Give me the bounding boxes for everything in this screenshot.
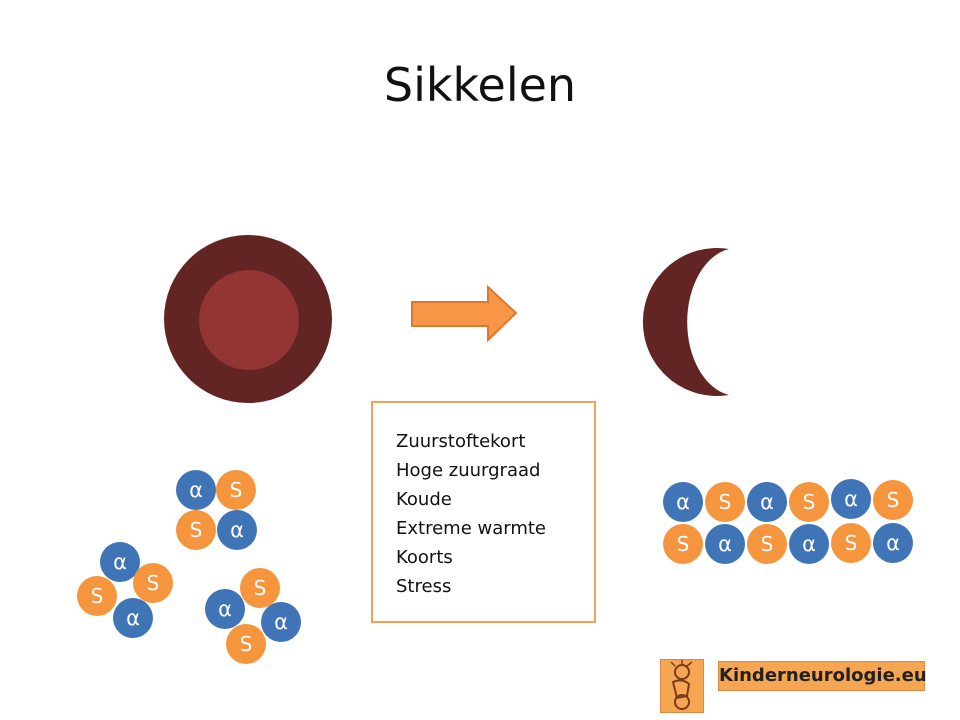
subunit-label: S — [240, 632, 253, 656]
alpha-subunit: α — [831, 479, 871, 519]
alpha-subunit: α — [217, 510, 257, 550]
condition-item: Zuurstoftekort — [396, 431, 526, 452]
subunit-circle — [747, 524, 787, 564]
subunit-label: S — [887, 488, 900, 512]
sickle-subunit: S — [789, 482, 829, 522]
alpha-subunit: α — [176, 470, 216, 510]
subunit-circle — [831, 479, 871, 519]
sickle-subunit: S — [226, 624, 266, 664]
alpha-subunit: α — [205, 589, 245, 629]
subunit-circle — [113, 598, 153, 638]
subunit-circle — [176, 510, 216, 550]
condition-item: Koorts — [396, 547, 453, 568]
subunit-label: α — [760, 490, 774, 514]
alpha-subunit: α — [705, 524, 745, 564]
slide-title: Sikkelen — [383, 58, 577, 112]
subunit-circle — [133, 563, 173, 603]
alpha-subunit: α — [113, 598, 153, 638]
alpha-subunit: α — [261, 602, 301, 642]
condition-item: Koude — [396, 489, 452, 510]
subunit-label: S — [91, 584, 104, 608]
subunit-circle — [217, 510, 257, 550]
subunit-label: α — [126, 606, 140, 630]
alpha-subunit: α — [873, 523, 913, 563]
subunit-label: S — [803, 490, 816, 514]
condition-item: Hoge zuurgraad — [396, 460, 541, 481]
subunit-circle — [747, 482, 787, 522]
subunit-label: S — [230, 478, 243, 502]
subunit-circle — [873, 523, 913, 563]
condition-item: Stress — [396, 576, 452, 597]
subunit-label: S — [254, 576, 267, 600]
trigger-conditions-box: Zuurstoftekort Hoge zuurgraad Koude Extr… — [371, 401, 596, 623]
logo-text: Kinderneurologie.eu — [718, 661, 927, 691]
subunit-label: α — [230, 518, 244, 542]
subunit-label: α — [189, 478, 203, 502]
subunit-label: S — [190, 518, 203, 542]
subunit-label: α — [676, 490, 690, 514]
subunit-label: S — [761, 532, 774, 556]
subunit-circle — [789, 524, 829, 564]
sickle-subunit: S — [240, 568, 280, 608]
subunit-label: α — [274, 610, 288, 634]
sickle-subunit: S — [831, 523, 871, 563]
subunit-circle — [705, 482, 745, 522]
sickle-cell-shape — [642, 248, 729, 396]
kinderneurologie-logo[interactable]: Kinderneurologie.eu — [660, 656, 930, 716]
subunit-circle — [77, 576, 117, 616]
subunit-circle — [261, 602, 301, 642]
subunit-circle — [216, 470, 256, 510]
subunit-label: α — [886, 531, 900, 555]
sickle-subunit: S — [77, 576, 117, 616]
sickle-subunit: S — [216, 470, 256, 510]
subunit-circle — [240, 568, 280, 608]
subunit-circle — [873, 480, 913, 520]
alpha-subunit: α — [100, 542, 140, 582]
subunit-label: S — [719, 490, 732, 514]
transform-arrow-icon — [411, 284, 518, 343]
sickle-subunit: S — [133, 563, 173, 603]
child-figure-icon — [660, 659, 704, 713]
condition-item: Extreme warmte — [396, 518, 546, 539]
subunit-label: α — [218, 597, 232, 621]
subunit-label: S — [845, 531, 858, 555]
subunit-circle — [176, 470, 216, 510]
alpha-subunit: α — [789, 524, 829, 564]
sickle-subunit: S — [705, 482, 745, 522]
sickle-subunit: S — [663, 524, 703, 564]
sickle-subunit: S — [873, 480, 913, 520]
subunit-circle — [663, 524, 703, 564]
subunit-circle — [226, 624, 266, 664]
subunit-circle — [205, 589, 245, 629]
cell-inner-core — [199, 270, 299, 370]
subunit-label: α — [802, 532, 816, 556]
subunit-circle — [705, 524, 745, 564]
subunit-label: S — [147, 571, 160, 595]
subunit-circle — [100, 542, 140, 582]
subunit-label: α — [113, 550, 127, 574]
sickle-subunit: S — [747, 524, 787, 564]
subunit-label: α — [844, 487, 858, 511]
normal-red-blood-cell — [164, 235, 332, 403]
subunit-circle — [789, 482, 829, 522]
alpha-subunit: α — [747, 482, 787, 522]
subunit-circle — [831, 523, 871, 563]
subunit-label: α — [718, 532, 732, 556]
sickle-subunit: S — [176, 510, 216, 550]
alpha-subunit: α — [663, 482, 703, 522]
subunit-label: S — [677, 532, 690, 556]
subunit-circle — [663, 482, 703, 522]
